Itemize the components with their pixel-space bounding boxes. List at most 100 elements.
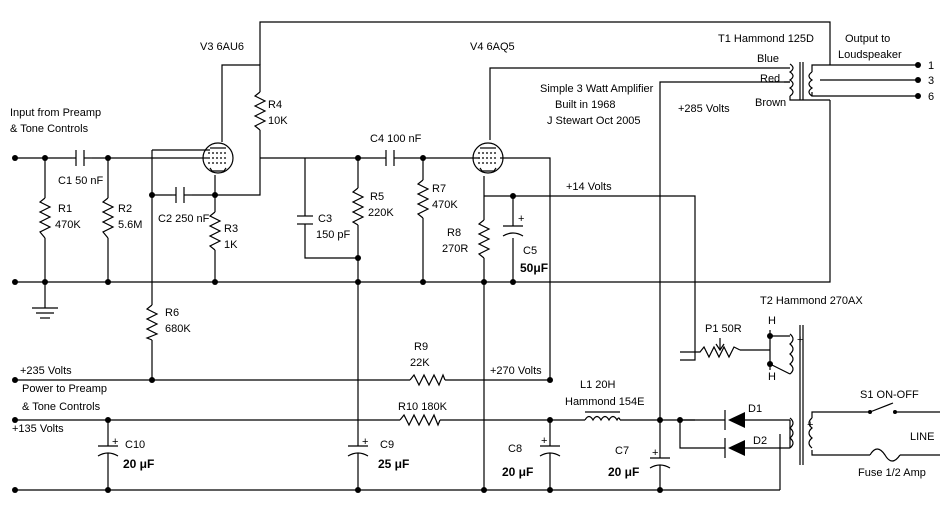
voltage-270: +270 Volts [490,365,542,377]
p1-symbol [680,345,741,359]
output-tap-3: 3 [928,75,934,87]
r2-symbol [101,197,115,239]
c7-polarity: + [652,447,658,459]
c9-polarity: + [362,436,368,448]
r8-value: 270R [442,243,468,255]
c3-value: 150 pF [316,229,351,241]
r6-value: 680K [165,323,191,335]
l1-model: Hammond 154E [565,396,645,408]
c7-label: C7 [615,445,629,457]
l1-name: L1 20H [580,379,616,391]
input-label-2: & Tone Controls [10,123,89,135]
c2-label: C2 250 nF [158,213,210,225]
switch-label: S1 ON-OFF [860,389,919,401]
r2-value: 5.6M [118,219,142,231]
voltage-135: +135 Volts [12,423,64,435]
r6-label: R6 [165,307,179,319]
r1-symbol [38,197,52,239]
power-label-1: Power to Preamp [22,383,107,395]
t2-polarity: + [797,334,803,346]
c1-label: C1 50 nF [58,175,104,187]
r5-symbol [351,187,365,226]
voltage-235: +235 Volts [20,365,72,377]
junction-dots [12,62,921,493]
r1-label: R1 [58,203,72,215]
c5-value: 50μF [520,261,548,275]
c5-polarity: + [518,213,524,225]
output-label-1: Output to [845,33,890,45]
c9-label: C9 [380,439,394,451]
output-tap-1: 1 [928,60,934,72]
r6-symbol [145,304,159,341]
r9-value: 22K [410,357,430,369]
c9-value: 25 μF [378,457,409,471]
t2-name: T2 Hammond 270AX [760,295,863,307]
c4-label: C4 100 nF [370,133,422,145]
r8-label: R8 [447,227,461,239]
t1-transformer-symbol [784,62,830,101]
r5-value: 220K [368,207,394,219]
t1-lead-brown: Brown [755,97,786,109]
r2-label: R2 [118,203,132,215]
r10-symbol [399,413,441,427]
t2-tap-h1: H [768,315,776,327]
r7-symbol [416,179,430,219]
output-tap-6: 6 [928,91,934,103]
c7-value: 20 μF [608,465,639,479]
line-label: LINE [910,431,934,443]
s1-switch-symbol [868,402,897,414]
title-line-3: J Stewart Oct 2005 [547,115,641,127]
c8-polarity: + [541,435,547,447]
r3-symbol [208,211,222,251]
v3-tube-symbol [200,142,234,174]
d2-label: D2 [753,435,767,447]
t2-tap-h2: H [768,371,776,383]
voltage-285: +285 Volts [678,103,730,115]
c10-label: C10 [125,439,145,451]
input-label-1: Input from Preamp [10,107,101,119]
title-line-2: Built in 1968 [555,99,616,111]
wires [15,21,940,491]
c5-label: C5 [523,245,537,257]
l1-choke-symbol [584,411,621,422]
c3-label: C3 [318,213,332,225]
t1-name: T1 Hammond 125D [718,33,814,45]
d2-diode-symbol [724,438,745,458]
r4-label: R4 [268,99,282,111]
power-label-2: & Tone Controls [22,401,101,413]
tube-v3-label: V3 6AU6 [200,41,244,53]
fuse-label: Fuse 1/2 Amp [858,467,926,479]
output-label-2: Loudspeaker [838,49,902,61]
r1-value: 470K [55,219,81,231]
capacitor-symbols [72,150,671,470]
resistor-symbols [38,91,741,427]
r5-label: R5 [370,191,384,203]
p1-label: P1 50R [705,323,742,335]
d1-diode-symbol [724,410,745,430]
t1-lead-red: Red [760,73,780,85]
v4-tube-symbol [472,142,504,174]
t1-lead-blue: Blue [757,53,779,65]
r7-label: R7 [432,183,446,195]
r8-symbol [477,219,491,259]
d1-label: D1 [748,403,762,415]
r7-value: 470K [432,199,458,211]
r4-symbol [253,91,267,131]
r9-label: R9 [414,341,428,353]
r3-label: R3 [224,223,238,235]
c10-value: 20 μF [123,457,154,471]
c8-label: C8 [508,443,522,455]
r4-value: 10K [268,115,288,127]
labels: V3 6AU6 V4 6AQ5 Simple 3 Watt Amplifier … [10,33,934,479]
voltage-14: +14 Volts [566,181,612,193]
c10-polarity: + [112,436,118,448]
t2-secondary-polarity: + [807,419,813,431]
r9-symbol [409,373,446,387]
t2-transformer-symbol [769,325,813,465]
tube-v4-label: V4 6AQ5 [470,41,515,53]
r10-label: R10 180K [398,401,448,413]
r3-value: 1K [224,239,238,251]
title-line-1: Simple 3 Watt Amplifier [540,83,654,95]
